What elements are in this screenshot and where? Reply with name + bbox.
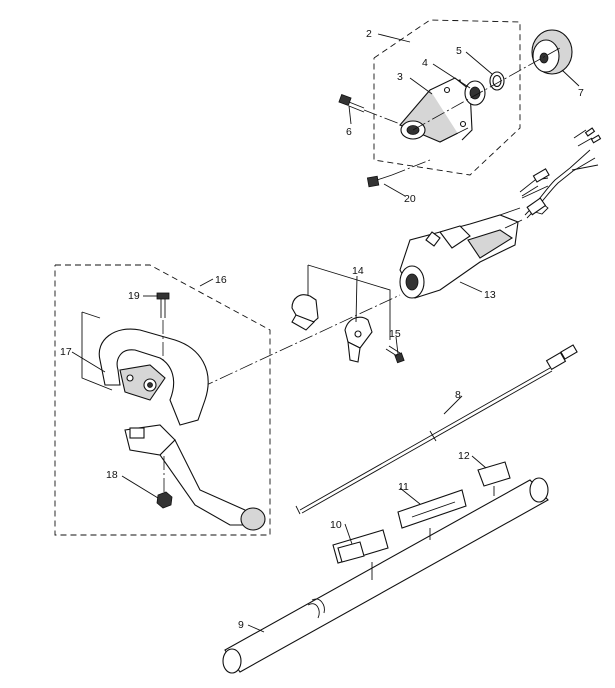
label-part-16: 16 [215, 274, 227, 286]
label-part-4: 4 [422, 57, 428, 69]
clamp-group-frame [307, 264, 391, 340]
label-part-15: 15 [389, 328, 401, 340]
label-part-20: 20 [404, 193, 416, 205]
label-part-8: 8 [455, 389, 461, 401]
throttle-grip-housing [399, 207, 523, 299]
clamp-upper [291, 294, 319, 331]
label-part-12: 12 [458, 450, 470, 462]
label-part-13: 13 [484, 289, 496, 301]
label-part-19: 19 [128, 290, 140, 302]
label-part-11: 11 [398, 481, 409, 493]
label-part-7: 7 [578, 87, 584, 99]
label-part-17: 17 [60, 346, 72, 358]
label-part-5: 5 [456, 45, 462, 57]
sticker-10 [332, 529, 389, 580]
part-labels: 2 3 4 5 6 7 20 13 14 15 16 19 17 18 8 12… [60, 28, 584, 631]
bearing [464, 80, 486, 106]
label-part-14: 14 [352, 265, 364, 277]
sticker-12 [477, 461, 511, 496]
screw-15 [385, 345, 405, 364]
clutch-drum [531, 29, 573, 75]
bolt-6 [338, 94, 401, 125]
label-part-3: 3 [397, 71, 403, 83]
clamp-lower [344, 316, 373, 363]
label-part-9: 9 [238, 619, 244, 631]
handle-bracket-frame [81, 311, 113, 391]
handle-group-frame [54, 264, 271, 536]
clutch-drum-housing [399, 77, 473, 143]
bolt-19 [156, 292, 170, 360]
loop-handle [98, 328, 209, 426]
bolt-20 [366, 159, 431, 188]
outer-pipe [222, 477, 549, 674]
leader-lines [71, 33, 580, 633]
clutch-housing-group-frame [373, 19, 521, 176]
label-part-6: 6 [346, 126, 352, 138]
label-part-18: 18 [106, 469, 118, 481]
label-part-2: 2 [366, 28, 372, 40]
handle-grip [124, 424, 266, 531]
sticker-11 [397, 489, 467, 540]
throttle-wire [519, 127, 602, 219]
nut-18 [156, 456, 173, 509]
label-part-10: 10 [330, 519, 342, 531]
snap-ring [489, 71, 505, 91]
drive-shaft [295, 344, 578, 515]
